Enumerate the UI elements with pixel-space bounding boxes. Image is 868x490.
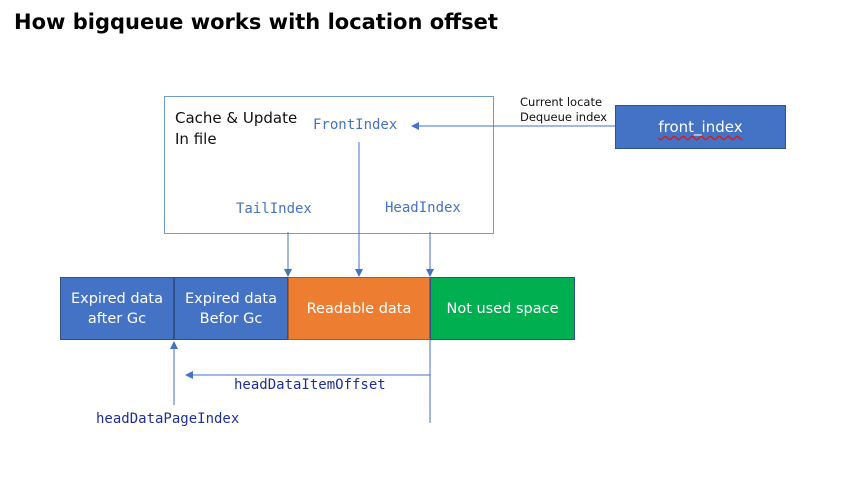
front-index-box-label: front_index <box>658 118 743 136</box>
segment-expired-after-gc-line1: Expired data <box>70 290 163 307</box>
head-data-page-index-label: headDataPageIndex <box>96 411 240 427</box>
dequeue-note-line1: Current locate <box>520 95 603 109</box>
segment-expired-before-gc-line1: Expired data <box>184 290 277 307</box>
segment-expired-before-gc: Expired data Befor Gc <box>174 277 288 340</box>
segment-readable-data: Readable data <box>288 277 430 340</box>
front-index-label: FrontIndex <box>313 117 398 133</box>
segment-not-used-space: Not used space <box>430 277 575 340</box>
front-index-box: front_index <box>615 105 786 149</box>
head-data-item-offset-label: headDataItemOffset <box>234 377 386 393</box>
segment-expired-after-gc-line2: after Gc <box>87 310 147 327</box>
cache-box <box>164 96 494 234</box>
cache-label-line2: In file <box>175 130 217 148</box>
tail-index-label: TailIndex <box>236 201 312 217</box>
head-index-label: HeadIndex <box>385 200 461 216</box>
segment-expired-after-gc: Expired data after Gc <box>60 277 174 340</box>
dequeue-note-line2: Dequeue index <box>520 110 608 124</box>
diagram-title: How bigqueue works with location offset <box>14 10 498 34</box>
dequeue-note: Current locate Dequeue index <box>520 95 607 125</box>
segment-expired-before-gc-line2: Befor Gc <box>199 310 263 327</box>
cache-label: Cache & Update In file <box>175 108 297 150</box>
cache-label-line1: Cache & Update <box>175 109 298 127</box>
